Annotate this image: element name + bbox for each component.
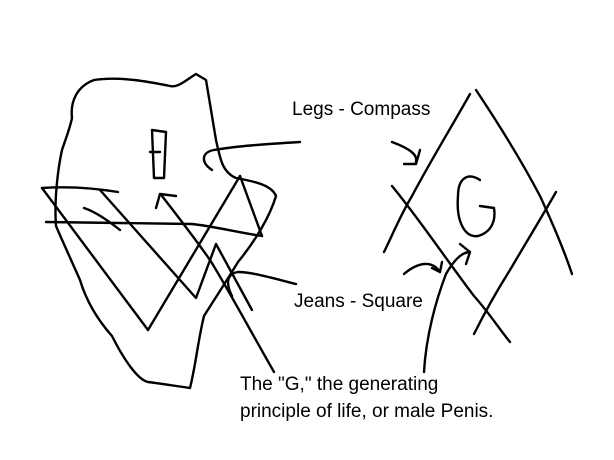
square-left-arm	[40, 186, 150, 332]
arrow-legs-to-compass	[390, 140, 418, 164]
label-jeans-square: Jeans - Square	[294, 291, 423, 312]
arrow-g-right-head	[458, 242, 472, 266]
square-top-bar	[40, 186, 120, 194]
compass-left-leg	[44, 220, 264, 238]
caption-g-line2: principle of life, or male Penis.	[240, 401, 494, 422]
label-legs-compass: Legs - Compass	[292, 99, 431, 120]
letter-g	[456, 175, 496, 238]
crotch-line	[82, 206, 122, 232]
arrow-g-to-right	[422, 250, 472, 374]
arrow-legs-compass-head	[402, 148, 422, 166]
caption-g-line1: The "G," the generating	[240, 374, 439, 395]
arrow-g-left-head	[154, 192, 178, 210]
caption-g: The "G," the generating principle of lif…	[240, 371, 493, 425]
square-left-arm	[390, 184, 512, 344]
annotation-arrows	[154, 140, 472, 374]
compass-left-arm	[382, 92, 472, 254]
jeans-legs-figure	[40, 72, 278, 390]
arrow-g-to-left	[160, 194, 276, 374]
arrow-jeans-to-square	[226, 270, 298, 298]
compass-right-arm	[474, 88, 574, 276]
arrow-legs-to-jeans	[202, 140, 302, 172]
square-right-arm	[146, 174, 242, 332]
zigzag-leg	[98, 188, 254, 312]
arrow-jeans-to-square-right	[402, 262, 442, 276]
inner-pocket-shape	[150, 128, 168, 180]
arrow-jeans-square-head	[430, 260, 444, 274]
compass-right-leg	[238, 174, 264, 238]
square-right-arm	[472, 190, 558, 336]
square-compass-emblem	[382, 88, 574, 344]
jeans-outline	[54, 72, 278, 390]
